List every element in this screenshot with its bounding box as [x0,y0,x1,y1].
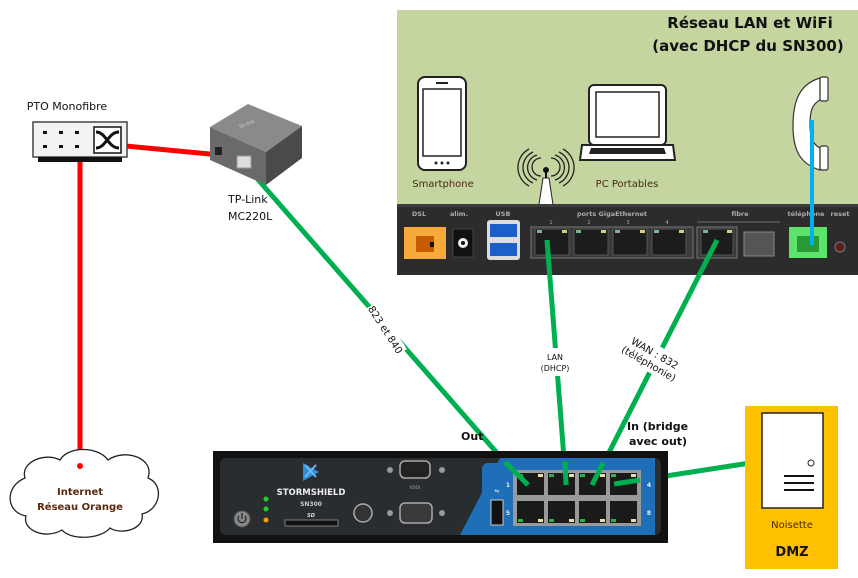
firewall-model: SN300 [300,501,322,508]
pto-label: PTO Monofibre [27,100,108,113]
internet-cloud-label-line1: Internet [57,487,103,498]
internet-cloud: Internet Réseau Orange [9,448,159,538]
pto-monofibre-device [32,121,128,162]
firewall-usb-port [490,499,504,526]
link-vlan-label: 823 et 840 [364,302,407,357]
dmz-label: DMZ [775,545,808,560]
vlan-label-text: 823 et 840 [365,304,404,356]
port-label-dsl: DSL [412,210,426,218]
firewall-ethernet-ports [513,470,641,526]
port-label-fiber: fibre [731,210,749,218]
firewall-brand: STORMSHIELD [277,488,346,498]
port-number: 1 [506,482,510,489]
tp-link-logo: tp-link [239,119,256,130]
port-label-reset: reset [831,210,850,218]
lan-zone-title-line1: Réseau LAN et WiFi [667,14,832,32]
usb-ports [487,220,520,260]
in-label-line2: avec out) [629,435,687,448]
internet-cloud-label-line2: Réseau Orange [37,501,123,513]
server-label: Noisette [771,520,813,531]
giga-port-number: 3 [626,220,629,226]
laptop-icon [578,84,677,161]
fiber-cable-pto-to-converter [125,143,221,158]
lan-zone-title-line2: (avec DHCP du SN300) [652,37,843,55]
giga-port-number: 4 [665,220,668,226]
port-number: 8 [647,510,651,517]
server-icon [761,412,824,509]
giga-ethernet-ports [530,226,694,259]
port-label-giga-ethernet: ports GigaEthernet [577,210,647,218]
vga-port [387,502,445,524]
serial-port [387,460,445,479]
status-led [263,496,269,502]
port-label-usb: USB [496,210,511,218]
sfp-port [743,231,775,257]
out-label: Out [461,430,483,443]
serial-icon: IOIOI [410,485,420,490]
dmz-zone: Noisette DMZ [745,406,838,569]
smartphone-icon [417,76,467,171]
lan-link-label-line2: (DHCP) [541,364,570,373]
port-number: 4 [647,482,651,489]
lan-zone: Réseau LAN et WiFi (avec DHCP du SN300) … [397,10,858,275]
media-converter-label-line2: MC220L [228,210,273,223]
sd-card-slot [284,519,339,527]
stormshield-sn300-firewall: STORMSHIELD SN300 SD IOIOI ⇋ [213,451,668,543]
media-converter-label-line1: TP-Link [227,193,268,206]
usb-icon: ⇋ [494,488,499,495]
lan-link-label-line1: LAN [547,353,563,362]
telephone-port [789,227,827,258]
status-led [263,517,269,523]
stormshield-logo-icon [303,463,319,481]
laptop-label: PC Portables [596,179,659,190]
fiber-port [696,226,738,259]
wan-link-label: WAN : 832 (téléphonie) [612,326,692,390]
media-converter-device: tp-link [210,104,302,185]
power-button[interactable] [233,510,251,528]
sd-label: SD [307,513,315,519]
smartphone-label: Smartphone [412,179,474,190]
ps2-port [353,503,373,523]
giga-port-number: 1 [549,220,552,226]
port-label-power: alim. [450,210,468,218]
reset-button [834,241,846,253]
in-label-line1: In (bridge [627,420,688,433]
router-back-panel: DSL alim. USB ports GigaEthernet 1 2 3 4… [397,204,858,275]
port-number: 5 [506,510,510,517]
port-label-telephone: téléphone [788,210,826,218]
status-led [263,506,269,512]
giga-port-number: 2 [587,220,590,226]
